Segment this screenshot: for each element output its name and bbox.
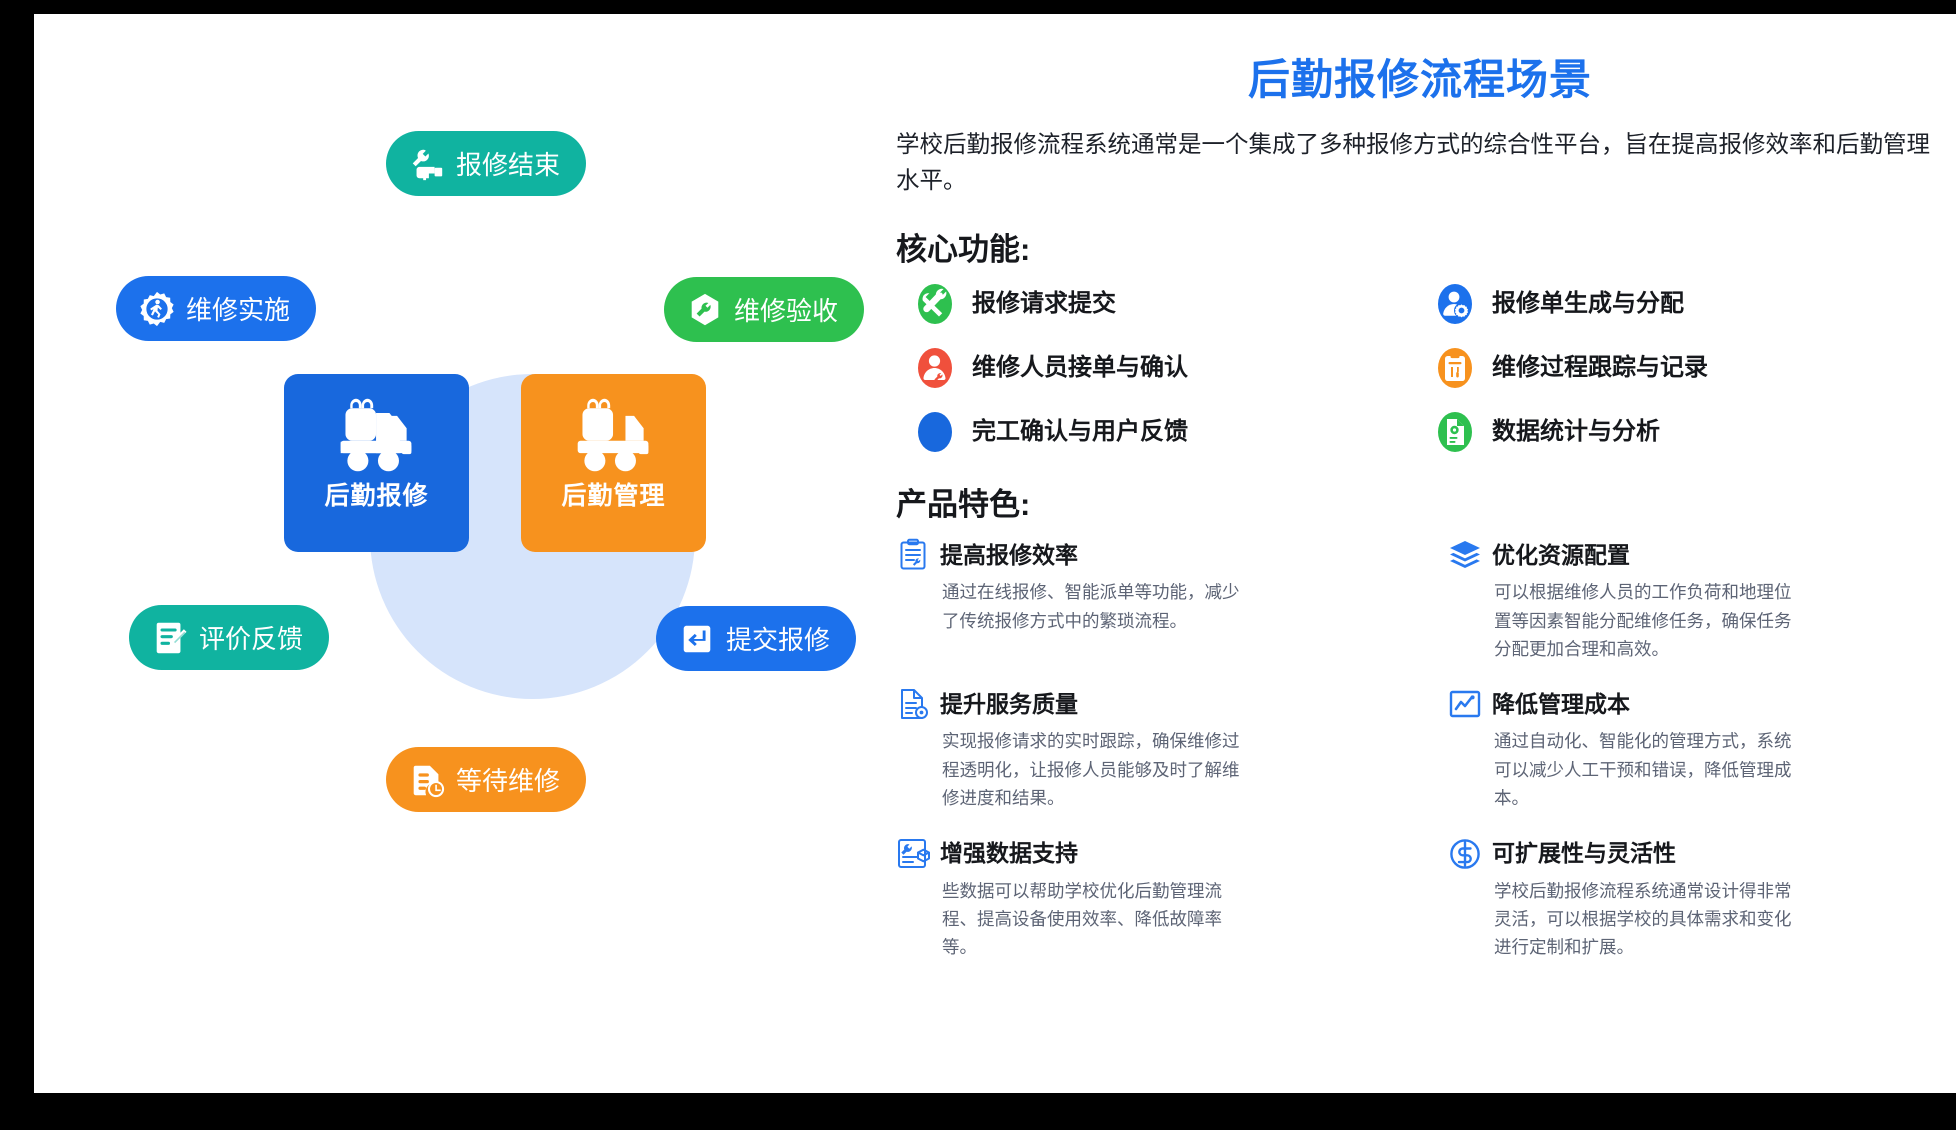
feature-title: 提升服务质量	[940, 690, 1078, 717]
core-function-item: 完工确认与用户反馈	[914, 411, 1424, 453]
feature-title: 增强数据支持	[940, 840, 1078, 866]
layers-icon	[1450, 541, 1480, 569]
process-step-label: 评价反馈	[199, 623, 304, 654]
core-function-label: 数据统计与分析	[1492, 418, 1660, 446]
feature-description: 些数据可以帮助学校优化后勤管理流程、提高设备使用效率、降低故障率等。	[942, 880, 1222, 958]
user-wrench-icon	[918, 348, 952, 389]
core-function-item: 报修请求提交	[914, 283, 1424, 325]
feature-header: 可扩展性与灵活性	[1448, 837, 1944, 871]
clipboard-wrench-icon	[900, 539, 926, 570]
feature-title: 优化资源配置	[1492, 541, 1630, 568]
feature-description: 可以根据维修人员的工作负荷和地理位置等因素智能分配维修任务，确保任务分配更加合理…	[1494, 582, 1792, 660]
core-function-label: 维修过程跟踪与记录	[1492, 354, 1708, 382]
gear-worker-icon	[140, 291, 174, 326]
feature-description: 通过在线报修、智能派单等功能，减少了传统报修方式中的繁琐流程。	[942, 582, 1240, 631]
dollar-circle-icon	[1450, 838, 1480, 869]
feature-item: 提升服务质量 实现报修请求的实时跟踪，确保维修过程透明化，让报修人员能够及时了解…	[896, 687, 1392, 812]
process-step-repair-execution[interactable]: 维修实施	[116, 276, 317, 341]
center-card-logistics-repair[interactable]: 后勤报修	[284, 374, 469, 552]
features-list: 提高报修效率 通过在线报修、智能派单等功能，减少了传统报修方式中的繁琐流程。 优…	[896, 538, 1944, 961]
feature-item: 增强数据支持 些数据可以帮助学校优化后勤管理流程、提高设备使用效率、降低故障率等…	[896, 837, 1392, 962]
feature-title: 降低管理成本	[1492, 690, 1630, 717]
process-step-label: 维修验收	[734, 295, 839, 326]
core-function-item: 维修过程跟踪与记录	[1434, 347, 1944, 389]
center-card-label: 后勤管理	[561, 482, 666, 510]
feature-description: 实现报修请求的实时跟踪，确保维修过程透明化，让报修人员能够及时了解维修进度和结果…	[942, 731, 1240, 809]
feature-header: 降低管理成本	[1448, 687, 1944, 721]
center-card-logistics-management[interactable]: 后勤管理	[521, 374, 706, 552]
document-gear-icon	[1438, 412, 1472, 453]
center-cards: 后勤报修 后勤管理	[284, 374, 789, 559]
process-step-label: 提交报修	[726, 624, 831, 655]
feature-header: 提升服务质量	[896, 687, 1392, 721]
core-function-label: 报修单生成与分配	[1492, 290, 1684, 318]
feature-item: 提高报修效率 通过在线报修、智能派单等功能，减少了传统报修方式中的繁琐流程。	[896, 538, 1392, 663]
wrench-hand-icon	[412, 149, 443, 180]
document-gear-outline-icon	[901, 689, 928, 720]
document-pencil-icon	[156, 622, 187, 653]
feature-item: 优化资源配置 可以根据维修人员的工作负荷和地理位置等因素智能分配维修任务，确保任…	[1448, 538, 1944, 663]
truck-icon	[340, 398, 411, 472]
feature-item: 可扩展性与灵活性 学校后勤报修流程系统通常设计得非常灵活，可以根据学校的具体需求…	[1448, 837, 1944, 962]
document-clock-icon	[413, 765, 445, 797]
core-function-item: 报修单生成与分配	[1434, 283, 1944, 325]
clipboard-tools-icon	[1438, 348, 1472, 389]
check-circle-icon	[918, 412, 952, 453]
wrench-screwdriver-icon	[918, 284, 952, 325]
feature-header: 提高报修效率	[896, 538, 1392, 572]
feature-header: 增强数据支持	[896, 837, 1392, 871]
process-step-label: 等待维修	[456, 765, 561, 796]
truck-icon	[577, 398, 648, 472]
core-function-label: 维修人员接单与确认	[972, 354, 1188, 382]
feature-description: 学校后勤报修流程系统通常设计得非常灵活，可以根据学校的具体需求和变化进行定制和扩…	[1494, 880, 1792, 958]
process-step-label: 维修实施	[186, 294, 291, 325]
core-function-label: 完工确认与用户反馈	[972, 418, 1188, 446]
core-functions-heading: 核心功能:	[896, 232, 1031, 268]
core-functions-list: 报修请求提交 报修单生成与分配	[896, 283, 1944, 453]
data-wrench-icon	[898, 838, 930, 868]
feature-item: 降低管理成本 通过自动化、智能化的管理方式，系统可以减少人工干预和错误，降低管理…	[1448, 687, 1944, 812]
process-step-waiting-repair[interactable]: 等待维修	[386, 747, 587, 812]
process-step-label: 报修结束	[456, 149, 561, 180]
user-gear-icon	[1438, 284, 1472, 325]
feature-header: 优化资源配置	[1448, 538, 1944, 572]
features-heading: 产品特色:	[896, 487, 1031, 523]
feature-description: 通过自动化、智能化的管理方式，系统可以减少人工干预和错误，降低管理成本。	[1494, 731, 1792, 809]
feature-title: 提高报修效率	[940, 541, 1078, 568]
feature-title: 可扩展性与灵活性	[1492, 840, 1676, 866]
core-function-label: 报修请求提交	[972, 290, 1116, 318]
process-step-repair-finished[interactable]: 报修结束	[386, 131, 587, 196]
description-panel: 后勤报修流程场景 学校后勤报修流程系统通常是一个集成了多种报修方式的综合性平台，…	[896, 46, 1944, 1066]
infographic-canvas: 后勤报修 后勤管理	[34, 14, 1956, 1093]
center-card-label: 后勤报修	[324, 482, 429, 510]
trend-chart-icon	[1449, 691, 1481, 718]
core-function-item: 数据统计与分析	[1434, 411, 1944, 453]
core-function-item: 维修人员接单与确认	[914, 347, 1424, 389]
page-title: 后勤报修流程场景	[1247, 56, 1592, 103]
intro-paragraph: 学校后勤报修流程系统通常是一个集成了多种报修方式的综合性平台，旨在提高报修效率和…	[896, 131, 1930, 193]
process-step-repair-acceptance[interactable]: 维修验收	[664, 277, 865, 342]
process-circle-diagram: 后勤报修 后勤管理	[34, 14, 1094, 1093]
submit-enter-icon	[683, 625, 711, 652]
hex-wrench-icon	[691, 293, 719, 325]
process-step-review-feedback[interactable]: 评价反馈	[129, 605, 330, 670]
process-step-submit-repair[interactable]: 提交报修	[656, 606, 857, 671]
